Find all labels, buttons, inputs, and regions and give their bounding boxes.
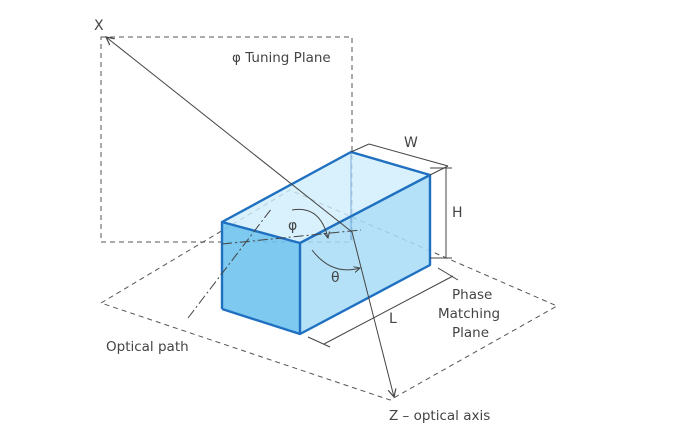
crystal-front-face	[222, 222, 300, 334]
length-label: L	[389, 311, 397, 327]
z-axis-label: Z – optical axis	[389, 408, 490, 424]
theta-angle-arc	[311, 249, 360, 270]
x-axis-line	[106, 37, 353, 233]
phi-tuning-plane-label: φ Tuning Plane	[232, 50, 331, 66]
phi-angle-arc	[291, 208, 328, 238]
z-axis-line	[351, 231, 394, 397]
phase-plane-label-line1: Phase	[452, 287, 492, 303]
width-label: W	[404, 135, 418, 151]
optical-path-line	[187, 207, 273, 319]
crystal	[220, 150, 432, 336]
crystal-side-face	[300, 175, 430, 334]
optical-path-label: Optical path	[106, 339, 189, 355]
crystal-center-line	[221, 229, 362, 245]
length-dimension-line	[323, 275, 454, 345]
height-label: H	[452, 205, 463, 221]
phi-angle-label: φ	[288, 218, 297, 234]
phase-plane-label-line2: Matching	[438, 306, 500, 322]
x-axis-label: X	[94, 18, 104, 34]
phase-plane-label-line3: Plane	[452, 325, 489, 341]
width-dimension-line	[368, 143, 449, 167]
crystal-top-face	[222, 152, 430, 243]
theta-angle-label: θ	[331, 270, 340, 286]
phi-tuning-plane	[100, 36, 353, 243]
